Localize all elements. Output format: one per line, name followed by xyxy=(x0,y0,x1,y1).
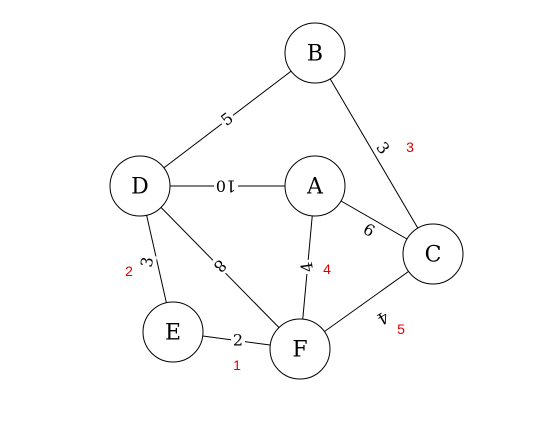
node-d: D xyxy=(109,155,171,217)
node-b: B xyxy=(284,22,346,84)
edge-order-annotation-d-e: 2 xyxy=(125,263,133,279)
node-circle xyxy=(109,155,171,217)
node-label: C xyxy=(425,243,442,268)
edge-weight-d-e: 3 xyxy=(137,255,157,268)
edge-order-annotation-a-f: 4 xyxy=(323,261,331,277)
edge-weight-backdrop xyxy=(231,331,245,349)
node-f: F xyxy=(269,318,331,380)
node-circle xyxy=(142,301,204,363)
node-circle xyxy=(284,22,346,84)
node-label: F xyxy=(292,338,307,363)
node-c: C xyxy=(402,223,464,285)
edge-weight-backdrop xyxy=(297,258,317,276)
edge-b-c xyxy=(314,52,434,255)
edge-order-annotation-e-f: 1 xyxy=(233,357,241,373)
edge-order-annotation-b-c: 3 xyxy=(406,139,414,155)
edge-weight-backdrop xyxy=(136,253,158,271)
node-a: A xyxy=(284,155,346,217)
edge-order-annotation-c-f: 5 xyxy=(397,321,405,337)
edge-weight-backdrop xyxy=(215,107,239,131)
edge-weight-e-f: 2 xyxy=(233,331,243,350)
node-label: E xyxy=(165,321,181,346)
edge-weight-backdrop xyxy=(208,254,232,278)
node-label: A xyxy=(306,175,324,200)
edge-weight-backdrop xyxy=(372,306,394,330)
edge-weight-backdrop xyxy=(371,136,395,160)
edge-weight-backdrop xyxy=(214,177,238,195)
edge-weight-backdrop xyxy=(358,218,380,242)
node-circle xyxy=(269,318,331,380)
node-label: B xyxy=(307,42,323,67)
edge-weight-a-f: 4 xyxy=(297,261,317,274)
nodes-layer: B D A C E F xyxy=(109,22,464,380)
node-circle xyxy=(402,223,464,285)
node-label: D xyxy=(131,175,149,200)
node-circle xyxy=(284,155,346,217)
node-e: E xyxy=(142,301,204,363)
edge-weight-d-a: 10 xyxy=(216,177,236,196)
